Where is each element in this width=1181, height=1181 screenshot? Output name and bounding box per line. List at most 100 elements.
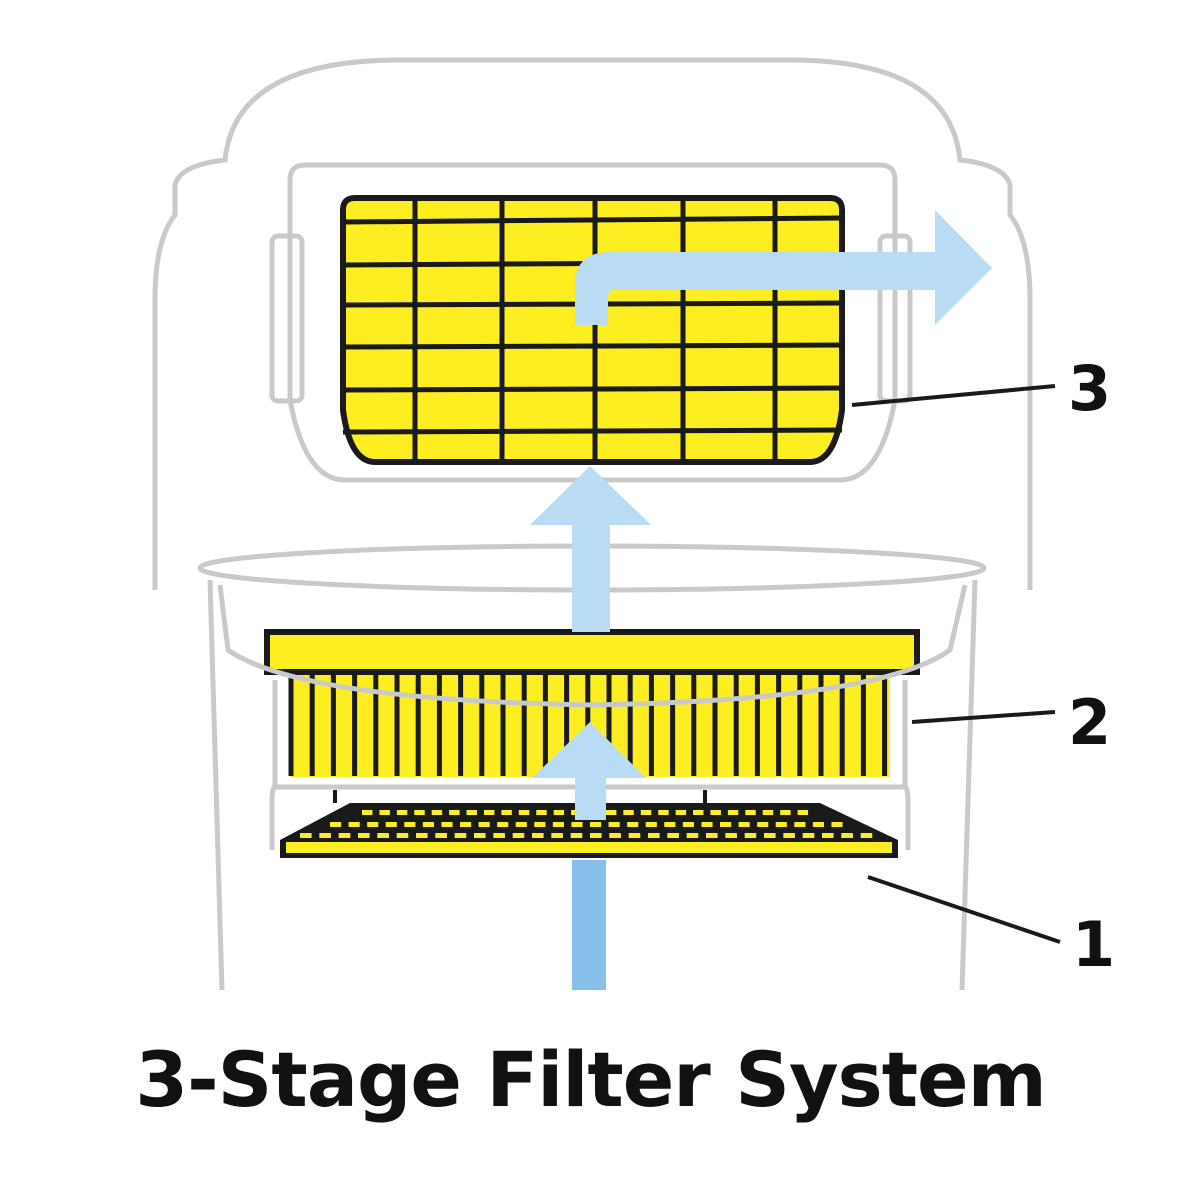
label-1: 1 bbox=[1072, 908, 1115, 981]
mesh-cell bbox=[608, 822, 620, 827]
mesh-cell bbox=[474, 833, 486, 838]
bucket-outline bbox=[207, 579, 978, 991]
mesh-cell bbox=[802, 833, 815, 838]
mesh-cell bbox=[404, 822, 416, 827]
mesh-cell bbox=[628, 833, 641, 838]
mesh-cell bbox=[645, 822, 657, 827]
mesh-cell bbox=[416, 833, 428, 838]
mesh-cell bbox=[590, 822, 602, 827]
mesh-cell bbox=[431, 810, 443, 815]
mesh-cell bbox=[501, 810, 512, 815]
mesh-cell bbox=[319, 833, 331, 838]
mesh-cell bbox=[493, 833, 505, 838]
mesh-cell bbox=[358, 833, 370, 838]
mesh-cell bbox=[764, 833, 776, 838]
mesh-cell bbox=[590, 833, 602, 838]
mesh-cell bbox=[812, 822, 824, 827]
mesh-cell bbox=[757, 822, 769, 827]
mesh-cell bbox=[762, 810, 774, 815]
leader-line-1 bbox=[867, 875, 1061, 944]
mesh-cell bbox=[518, 810, 530, 815]
mesh-cell bbox=[497, 822, 509, 827]
mesh-cell bbox=[658, 810, 669, 815]
mesh-cell bbox=[775, 822, 787, 827]
mesh-cell bbox=[414, 810, 425, 815]
mesh-cell bbox=[738, 822, 750, 827]
mesh-cell bbox=[693, 810, 704, 815]
bowl-front-rim bbox=[226, 647, 952, 708]
mesh-cell bbox=[515, 822, 527, 827]
mesh-cell bbox=[441, 822, 453, 827]
mesh-cell bbox=[379, 810, 390, 815]
label-2: 2 bbox=[1068, 686, 1111, 759]
leader-line-3 bbox=[851, 384, 1056, 407]
mesh-cell bbox=[553, 810, 565, 815]
mesh-cell bbox=[377, 833, 389, 838]
mesh-cell bbox=[841, 833, 853, 838]
mesh-cell bbox=[780, 810, 791, 815]
mesh-cell bbox=[710, 810, 721, 815]
mesh-cell bbox=[640, 810, 652, 815]
mesh-cell bbox=[682, 822, 694, 827]
mesh-cell bbox=[860, 833, 873, 838]
leader-line-2 bbox=[911, 710, 1056, 724]
mesh-cell bbox=[725, 833, 737, 838]
mesh-cell bbox=[648, 833, 660, 838]
mesh-cell bbox=[478, 822, 490, 827]
mesh-cell bbox=[466, 810, 477, 815]
mesh-cell bbox=[706, 833, 718, 838]
inflow-arrow bbox=[572, 860, 606, 990]
mesh-cell bbox=[609, 833, 621, 838]
mesh-cell bbox=[727, 810, 739, 815]
mesh-cell bbox=[338, 833, 351, 838]
mesh-cell bbox=[720, 822, 732, 827]
mesh-cell bbox=[667, 833, 679, 838]
mesh-cell bbox=[454, 833, 467, 838]
mesh-cell bbox=[701, 822, 713, 827]
mesh-cell bbox=[605, 810, 617, 815]
mesh-cell bbox=[822, 833, 834, 838]
mesh-cell bbox=[422, 822, 434, 827]
mesh-cell bbox=[483, 810, 495, 815]
mesh-cell bbox=[552, 822, 564, 827]
diagram-title: 3-Stage Filter System bbox=[135, 1035, 1047, 1124]
stage1-filter bbox=[280, 790, 898, 858]
mesh-cell bbox=[348, 822, 360, 827]
mesh-cell bbox=[460, 822, 472, 827]
mesh-cell bbox=[396, 833, 409, 838]
filter3-frame bbox=[287, 162, 898, 483]
mesh-cell bbox=[512, 833, 525, 838]
mesh-cell bbox=[570, 833, 583, 838]
mesh-cell bbox=[831, 822, 843, 827]
mesh-cell bbox=[686, 833, 699, 838]
mesh-cell bbox=[794, 822, 806, 827]
mesh-cell bbox=[385, 822, 397, 827]
left-latch bbox=[269, 233, 305, 404]
mesh-cell bbox=[623, 810, 634, 815]
mesh-cell bbox=[571, 822, 583, 827]
mesh-cell bbox=[783, 833, 795, 838]
mesh-cell bbox=[362, 810, 373, 815]
label-3: 3 bbox=[1068, 352, 1111, 425]
mesh-cell bbox=[300, 833, 312, 838]
mesh-cell bbox=[449, 810, 460, 815]
mesh-cell bbox=[536, 810, 547, 815]
mesh-cell bbox=[435, 833, 447, 838]
mesh-cell bbox=[534, 822, 546, 827]
mesh-cell bbox=[551, 833, 563, 838]
mesh-cell bbox=[675, 810, 687, 815]
mesh-cell bbox=[367, 822, 379, 827]
middle-airflow-arrow bbox=[530, 466, 651, 632]
mesh-cell bbox=[330, 822, 342, 827]
mesh-cell bbox=[797, 810, 809, 815]
mesh-cell bbox=[744, 833, 757, 838]
mesh-cell bbox=[745, 810, 756, 815]
inner-airflow-arrow bbox=[532, 722, 646, 820]
stage3-filter bbox=[340, 195, 845, 465]
mesh-cell bbox=[396, 810, 408, 815]
mesh-cell bbox=[532, 833, 544, 838]
mesh-cell bbox=[664, 822, 676, 827]
outflow-arrow bbox=[575, 210, 992, 325]
housing-head-outline bbox=[152, 57, 1033, 590]
